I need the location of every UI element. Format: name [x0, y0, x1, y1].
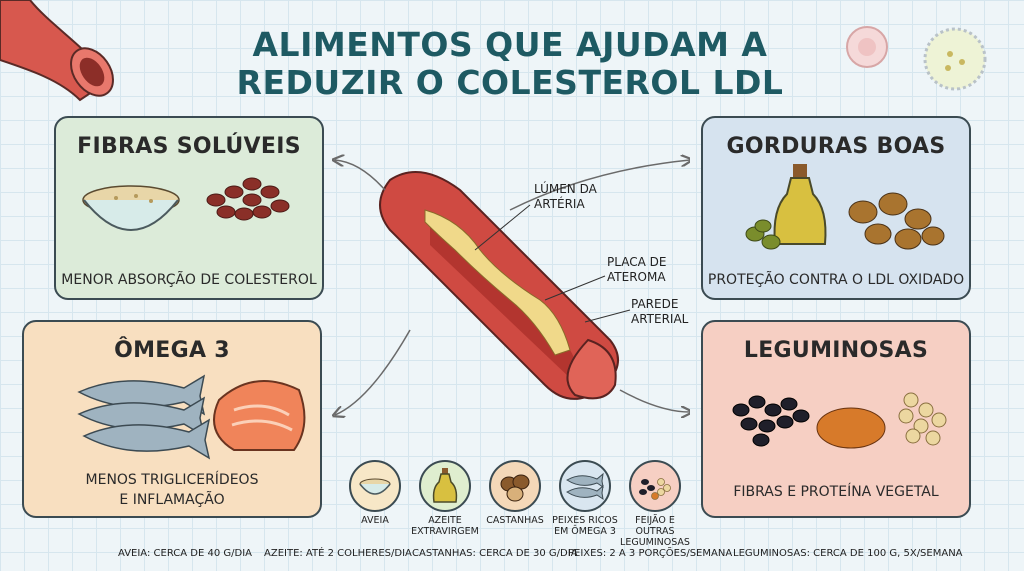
food-icon-label: AZEITE EXTRAVIRGEM: [410, 515, 480, 537]
footer-castanhas: CASTANHAS: CERCA DE 30 G/DIA: [412, 548, 578, 559]
oat-bowl-and-beans-illustration: [82, 177, 290, 231]
footer-leguminosas: LEGUMINOSAS: CERCA DE 100 G, 5X/SEMANA: [733, 548, 963, 559]
decorative-blood-cell-icon: [846, 26, 888, 68]
olive-oil-icon: [419, 460, 471, 512]
footer-peixes: PEIXES: 2 A 3 PORÇÕES/SEMANA: [568, 548, 733, 559]
label-line-1: PEIXES RICOS: [552, 515, 618, 526]
card-omega-3: ÔMEGA 3 MENOS TRIGLICERÍDEOS E INFLAMAÇÃ…: [22, 320, 322, 518]
fish-icon: [559, 460, 611, 512]
label-line-1: PLACA DE: [607, 255, 667, 269]
label-line-1: LÚMEN DA: [534, 182, 597, 196]
title-line-2: REDUZIR O COLESTEROL LDL: [236, 63, 784, 102]
card-gorduras-boas: GORDURAS BOAS PROTEÇÃO CONTRA O LDL OXID…: [701, 116, 971, 300]
subtitle-line-2: E INFLAMAÇÃO: [119, 492, 225, 508]
card-title: GORDURAS BOAS: [726, 134, 946, 159]
footer-azeite: AZEITE: ATÉ 2 COLHERES/DIA: [264, 548, 412, 559]
card-fibras-soluveis: FIBRAS SOLÚVEIS MENOR ABSORÇÃO DE COLEST…: [54, 116, 324, 300]
label-line-2: ARTÉRIA: [534, 197, 585, 211]
card-title: LEGUMINOSAS: [743, 338, 929, 363]
fish-and-salmon-illustration: [77, 374, 306, 460]
card-subtitle: FIBRAS E PROTEÍNA VEGETAL: [733, 484, 939, 500]
decorative-cell-icon: [923, 27, 987, 91]
artery-cross-section-illustration: [330, 150, 690, 420]
artery-label-parede: PAREDE ARTERIAL: [631, 297, 688, 327]
card-subtitle: PROTEÇÃO CONTRA O LDL OXIDADO: [707, 272, 965, 288]
artery-label-lumen: LÚMEN DA ARTÉRIA: [534, 182, 597, 212]
subtitle-line-1: MENOS TRIGLICERÍDEOS: [85, 472, 259, 488]
food-icon-label: FEIJÃO E OUTRAS LEGUMINOSAS: [620, 515, 690, 548]
label-line-1: AZEITE: [428, 515, 462, 526]
card-subtitle: MENOS TRIGLICERÍDEOS E INFLAMAÇÃO: [24, 470, 320, 510]
label-line-2: ARTERIAL: [631, 312, 689, 326]
label-line-2: EXTRAVIRGEM: [411, 526, 479, 537]
legumes-illustration: [732, 392, 947, 449]
beans-icon: [629, 460, 681, 512]
food-icon-item: PEIXES RICOS EM ÔMEGA 3: [550, 460, 620, 537]
food-icon-label: PEIXES RICOS EM ÔMEGA 3: [550, 515, 620, 537]
label-line-1: CASTANHAS: [486, 515, 544, 526]
oat-bowl-icon: [349, 460, 401, 512]
chestnuts-icon: [489, 460, 541, 512]
page-title: ALIMENTOS QUE AJUDAM A REDUZIR O COLESTE…: [230, 26, 790, 102]
corner-artery-illustration: [0, 0, 114, 102]
food-icons-row: AVEIA AZEITE EXTRAVIRGEM CASTANHAS PEIXE…: [340, 460, 690, 548]
label-line-1: FEIJÃO E OUTRAS: [635, 515, 675, 537]
food-icon-label: AVEIA: [340, 515, 410, 526]
footer-portions: AVEIA: CERCA DE 40 G/DIA AZEITE: ATÉ 2 C…: [0, 548, 1024, 566]
card-title: ÔMEGA 3: [114, 338, 230, 363]
olive-oil-and-nuts-illustration: [745, 164, 945, 250]
footer-aveia: AVEIA: CERCA DE 40 G/DIA: [118, 548, 252, 559]
food-icon-item: AZEITE EXTRAVIRGEM: [410, 460, 480, 537]
label-line-2: ATEROMA: [607, 270, 666, 284]
label-line-2: EM ÔMEGA 3: [554, 526, 616, 537]
food-icon-item: CASTANHAS: [480, 460, 550, 526]
artery-label-placa: PLACA DE ATEROMA: [607, 255, 666, 285]
card-subtitle: MENOR ABSORÇÃO DE COLESTEROL: [61, 272, 317, 288]
food-icon-item: FEIJÃO E OUTRAS LEGUMINOSAS: [620, 460, 690, 548]
title-line-1: ALIMENTOS QUE AJUDAM A: [252, 25, 768, 64]
food-icon-item: AVEIA: [340, 460, 410, 526]
card-title: FIBRAS SOLÚVEIS: [77, 134, 301, 159]
label-line-1: AVEIA: [361, 515, 389, 526]
food-icon-label: CASTANHAS: [480, 515, 550, 526]
card-leguminosas: LEGUMINOSAS FIBRAS E PROTEÍNA VEGETAL: [701, 320, 971, 518]
label-line-2: LEGUMINOSAS: [620, 537, 690, 548]
label-line-1: PAREDE: [631, 297, 679, 311]
